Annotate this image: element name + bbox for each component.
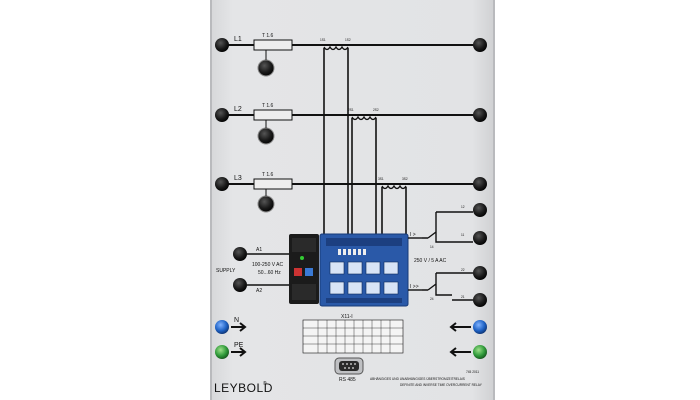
terminal-22: 22 xyxy=(461,268,465,272)
socket-12[interactable] xyxy=(473,203,487,217)
line-label-l1: L1 xyxy=(234,36,242,43)
socket-l3-left[interactable] xyxy=(215,177,229,191)
socket-l3-right[interactable] xyxy=(473,177,487,191)
socket-a2[interactable] xyxy=(233,278,247,292)
product-name-de: ABHÄNGIGES UND UNABHÄNGIGES ÜBERSTROMZEI… xyxy=(370,377,465,381)
socket-a1[interactable] xyxy=(233,247,247,261)
socket-21[interactable] xyxy=(473,293,487,307)
socket-11[interactable] xyxy=(473,231,487,245)
relay-module xyxy=(319,233,409,307)
socket-n-left[interactable] xyxy=(215,320,229,334)
supply-label: SUPPLY xyxy=(216,268,236,274)
fuse-label-l1: T 1.6 xyxy=(262,33,274,39)
ground-right xyxy=(449,320,487,359)
line-label-l3: L3 xyxy=(234,175,242,182)
ct-label-2s2: 2S2 xyxy=(373,108,379,112)
terminal-label-a2: A2 xyxy=(256,288,262,294)
line-2: L2 T 1.6 2S1 2S2 xyxy=(215,103,487,145)
socket-pe-left[interactable] xyxy=(215,345,229,359)
fuse-holder-l2[interactable] xyxy=(257,127,275,145)
supply-frequency: 50...60 Hz xyxy=(258,270,281,276)
socket-l2-left[interactable] xyxy=(215,108,229,122)
terminal-14: 14 xyxy=(430,245,434,249)
socket-l1-right[interactable] xyxy=(473,38,487,52)
relay1-tag: I > xyxy=(410,232,416,238)
brand-registered-mark: ® xyxy=(263,380,267,387)
terminal-11: 11 xyxy=(461,233,465,237)
ct-coil-1 xyxy=(323,45,349,51)
arrow-left-icon xyxy=(449,322,471,332)
label-pe: PE xyxy=(234,342,244,349)
contact-rating: 250 V / 5 A AC xyxy=(414,258,447,264)
fuse-label-l2: T 1.6 xyxy=(262,103,274,109)
arrow-right-icon xyxy=(231,347,247,357)
arrow-left-icon xyxy=(449,347,471,357)
ground-left: N PE xyxy=(215,317,247,359)
fuse-holder-l1[interactable] xyxy=(257,59,275,77)
socket-l2-right[interactable] xyxy=(473,108,487,122)
rs485-port[interactable]: RS 485 xyxy=(334,357,364,383)
ct-label-1s2: 1S2 xyxy=(345,38,351,42)
socket-22[interactable] xyxy=(473,266,487,280)
table-title: X11-I xyxy=(341,314,353,320)
supply-section: A1 A2 100-250 V AC 50...60 Hz SUPPLY xyxy=(216,247,289,294)
ct-label-2s1: 2S1 xyxy=(348,108,354,112)
fuse-holder-l3[interactable] xyxy=(257,195,275,213)
terminal-12: 12 xyxy=(461,205,465,209)
arrow-right-icon xyxy=(231,322,247,332)
ct-label-3s2: 3S2 xyxy=(402,177,408,181)
output-contacts: I > 12 11 14 250 V / 5 A AC I >> 22 21 2… xyxy=(408,203,487,307)
power-supply-module xyxy=(289,234,319,304)
socket-pe-right[interactable] xyxy=(473,345,487,359)
supply-voltage: 100-250 V AC xyxy=(252,262,284,268)
fuse-label-l3: T 1.6 xyxy=(262,172,274,178)
label-n: N xyxy=(234,317,239,324)
terminal-label-a1: A1 xyxy=(256,247,262,253)
ct-wiring xyxy=(323,48,407,235)
socket-l1-left[interactable] xyxy=(215,38,229,52)
fuse-l1 xyxy=(253,39,293,51)
product-number: 745 2011 xyxy=(466,370,479,374)
relay2-tag: I >> xyxy=(410,284,419,290)
socket-n-right[interactable] xyxy=(473,320,487,334)
port-label: RS 485 xyxy=(339,377,356,383)
ct-label-3s1: 3S1 xyxy=(378,177,384,181)
fuse-l2 xyxy=(253,109,293,121)
terminal-21: 21 xyxy=(461,295,465,299)
line-1: L1 T 1.6 1S1 1S2 xyxy=(215,33,487,77)
line-3: L3 T 1.6 3S1 3S2 xyxy=(215,172,487,213)
ct-coil-3 xyxy=(381,184,407,190)
terminal-24: 24 xyxy=(430,297,434,301)
fuse-l3 xyxy=(253,178,293,190)
line-label-l2: L2 xyxy=(234,106,242,113)
brand-logo: LEYBOLD xyxy=(214,381,273,395)
settings-table: X11-I xyxy=(302,314,404,354)
product-name-en: DEFINITE AND INVERSE TIME OVERCURRENT RE… xyxy=(400,383,483,387)
ct-coil-2 xyxy=(351,115,377,121)
ct-label-1s1: 1S1 xyxy=(320,38,326,42)
